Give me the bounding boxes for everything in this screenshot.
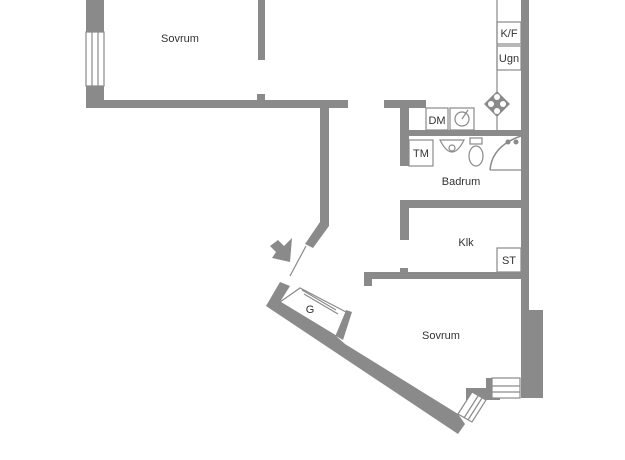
room-label-bedroom-bottom: Sovrum [422,330,460,342]
room-label-closet: Klk [458,237,474,249]
fixture-label-fridge: K/F [500,28,517,40]
entrance-arrow-icon [270,238,292,262]
shower-icon [489,135,522,171]
window-icon [457,391,487,423]
fixture-label-wardrobe: G [306,304,315,316]
wall-door-stub [257,94,265,102]
wall-bottom-slant [266,282,465,434]
wardrobe-box [278,287,347,337]
wall-closet-bottom [366,272,529,279]
wall-bathroom-top [400,130,529,136]
fixture-label-storage: ST [502,255,516,267]
window-icon [491,377,521,399]
fixture-label-washer: TM [413,148,429,160]
wall-right-lower [521,310,543,398]
fixture-label-oven: Ugn [499,53,519,65]
wall-bedroom-top-bottom [86,100,348,108]
room-label-bathroom: Badrum [442,176,481,188]
washing-machine-box [408,139,434,167]
wall-closet-left [400,200,409,240]
toilet-icon [468,137,484,167]
wall-bathroom-bottom [400,200,529,208]
wall-right-outer [521,0,529,312]
fixture-label-dishwasher: DM [428,115,445,127]
window-icon [85,31,105,87]
wall-bedroom-top-right [258,0,265,60]
wall-wardrobe-side [336,310,352,340]
sink-icon [449,107,475,131]
room-label-bedroom-top: Sovrum [161,33,199,45]
wall-left-upper [86,0,104,32]
sink-icon [439,139,465,153]
wall-closet-stub [400,268,408,274]
stove-icon [484,91,510,117]
storage-box [496,247,522,273]
entrance-door-line [289,245,307,277]
wall-hall-slant [305,108,329,248]
wall-closet-left-stub [364,272,372,286]
dishwasher-box [425,107,449,131]
